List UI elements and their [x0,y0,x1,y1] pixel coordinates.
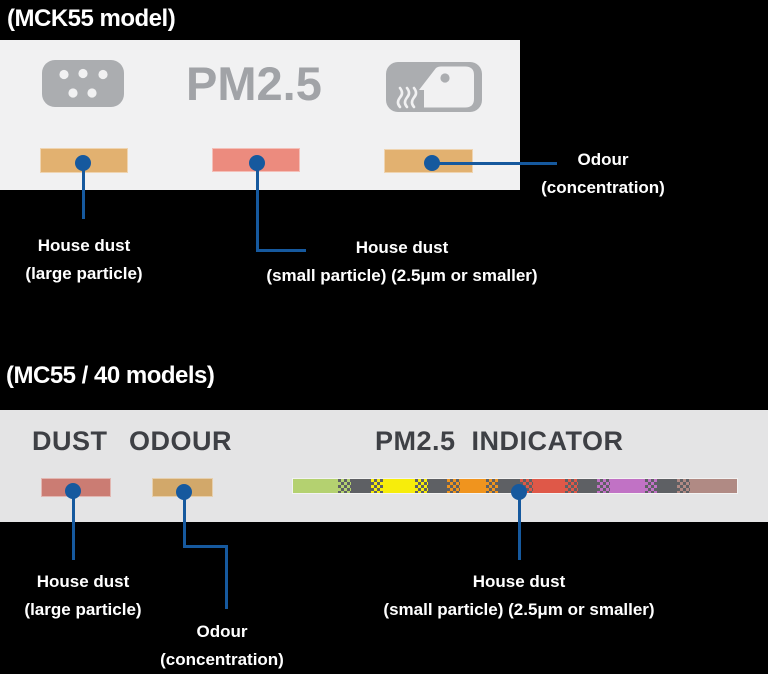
mck55-odour-label: Odour (concentration) [443,146,763,202]
pm25-segment-transition [370,479,384,493]
callout-line-mck55-odour [432,161,557,165]
callout-dot-mc55-large [65,483,81,499]
mc55-odour-label-line2: (concentration) [160,650,284,669]
pm25-segment-transition [644,479,658,493]
callout-line-mck55-small-horizontal [255,249,306,252]
pm25-segment [293,479,339,493]
pm25-segment-transition [565,479,578,493]
pm25-segment-transition [447,479,460,493]
mc55-housedust-large-label: House dust (large particle) [0,568,243,624]
pm25-segment [459,479,486,493]
pm25-segment-transition [485,479,499,493]
callout-dot-mck55-odour [424,155,440,171]
callout-line-mck55-small-vertical [255,163,259,252]
pm25-segment-transition [338,479,351,493]
mc55-display-panel [0,410,768,522]
mck55-housedust-large-label: House dust (large particle) [0,232,244,288]
pm25-segment-transition [677,479,690,493]
mc55-housedust-small-label: House dust (small particle) (2.5μm or sm… [359,568,679,624]
mc55-odour-text: ODOUR [129,426,232,456]
mck55-housedust-large-label-line1: House dust [37,236,131,255]
callout-dot-mck55-large [75,155,91,171]
pm25-segment [610,479,645,493]
mc55-housedust-large-label-line1: House dust [36,572,130,591]
pm25-segment [689,479,737,493]
mc55-housedust-small-label-line1: House dust [472,572,566,591]
pm25-segment [577,479,598,493]
callout-line-mc55-large [71,492,75,560]
pm25-segment-transition [414,479,428,493]
mck55-odour-label-line2: (concentration) [541,178,665,197]
mck55-odour-label-line1: Odour [577,150,629,169]
pm25-segment-transition [597,479,611,493]
callout-dot-mck55-small [249,155,265,171]
callout-dot-mc55-odour [176,484,192,500]
mck55-section-title: (MCK55 model) [7,5,176,32]
mc55-housedust-small-label-line2: (small particle) (2.5μm or smaller) [383,600,655,619]
mck55-housedust-small-label: House dust (small particle) (2.5μm or sm… [242,234,562,290]
mck55-housedust-small-label-line1: House dust [355,238,449,257]
pm25-segment [532,479,566,493]
mc55-section-title: (MC55 / 40 models) [6,362,215,389]
mck55-housedust-large-label-line2: (large particle) [25,264,143,283]
mck55-housedust-small-label-line2: (small particle) (2.5μm or smaller) [266,266,538,285]
pm25-segment [657,479,678,493]
callout-line-mc55-odour-v2 [224,545,228,609]
callout-line-mck55-large [81,163,85,219]
pm25-segment [350,479,371,493]
pm25-panel-text: PM2.5 [186,57,322,110]
pm25-segment [383,479,415,493]
callout-line-mc55-small [517,492,521,560]
mc55-pm25-indicator-text: PM2.5 INDICATOR [375,426,624,456]
callout-dot-mc55-small [511,484,527,500]
mc55-housedust-large-label-line2: (large particle) [24,600,142,619]
mc55-odour-label: Odour (concentration) [62,618,382,674]
pm25-segment [427,479,448,493]
mc55-dust-text: DUST [32,426,108,456]
callout-line-mc55-odour-h [182,545,228,548]
mc55-odour-label-line1: Odour [196,622,248,641]
odour-smell-icon [386,62,482,112]
callout-line-mc55-odour-v1 [182,492,186,548]
dust-particles-icon [42,60,124,107]
